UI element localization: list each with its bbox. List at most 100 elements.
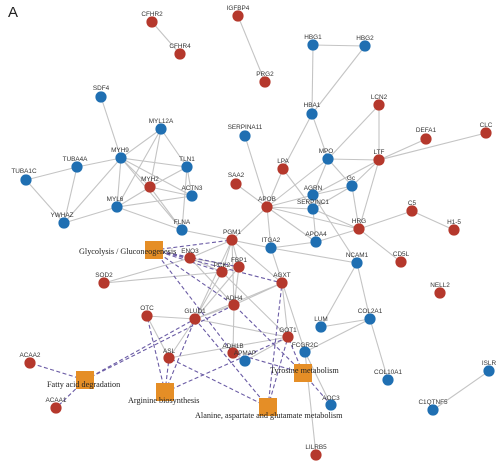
node-HBG1[interactable]: HBG1 xyxy=(304,34,322,51)
node-SERPINC1[interactable]: SERPINC1 xyxy=(297,199,329,215)
node-circle xyxy=(146,16,158,28)
node-DEFA1[interactable]: DEFA1 xyxy=(416,127,437,145)
node-FBP1[interactable]: FBP1 xyxy=(231,257,247,273)
pathway-edge-fatty-ADH4 xyxy=(84,304,235,381)
node-NCAM1[interactable]: NCAM1 xyxy=(346,252,369,269)
edge-HBG2-HBA1 xyxy=(311,45,366,115)
node-MYL12A[interactable]: MYL12A xyxy=(149,118,174,135)
node-label: FCGR2C xyxy=(292,342,319,349)
edge-C5-H1-5 xyxy=(411,210,455,231)
node-LPA[interactable]: LPA xyxy=(277,158,290,175)
node-APOB[interactable]: APOB xyxy=(258,196,276,213)
node-SOD2[interactable]: SOD2 xyxy=(95,272,113,289)
node-CLC[interactable]: CLC xyxy=(480,122,493,139)
node-MYL6[interactable]: MYL6 xyxy=(107,196,124,213)
node-PCK2[interactable]: PCK2 xyxy=(214,262,231,278)
node-CFHR2[interactable]: CFHR2 xyxy=(141,11,163,28)
node-COL2A1[interactable]: COL2A1 xyxy=(358,308,383,325)
edge-SOD2-ENO3 xyxy=(103,257,191,284)
node-ADH4[interactable]: ADH4 xyxy=(225,295,243,311)
node-H1-5[interactable]: H1-5 xyxy=(447,219,461,236)
edge-APOB-HRG xyxy=(266,206,360,230)
node-SDF4[interactable]: SDF4 xyxy=(93,85,110,103)
node-AOC3[interactable]: AOC3 xyxy=(322,395,340,411)
node-ACAA1[interactable]: ACAA1 xyxy=(46,397,67,414)
pathway-arginine[interactable]: Arginine biosynthesis xyxy=(128,383,200,405)
node-SAA2[interactable]: SAA2 xyxy=(228,172,245,190)
node-FCGR2C[interactable]: FCGR2C xyxy=(292,342,319,358)
node-TUBA1C[interactable]: TUBA1C xyxy=(11,168,37,186)
node-LILRB5[interactable]: LILRB5 xyxy=(305,444,327,461)
node-GLUD1[interactable]: GLUD1 xyxy=(184,308,206,325)
node-CD5L[interactable]: CD5L xyxy=(393,251,410,268)
node-COL10A1[interactable]: COL10A1 xyxy=(374,369,403,386)
node-APOA4[interactable]: APOA4 xyxy=(305,231,327,248)
node-LTF[interactable]: LTF xyxy=(373,149,385,166)
node-ASL[interactable]: ASL xyxy=(163,348,176,364)
node-CFHR4[interactable]: CFHR4 xyxy=(169,43,191,60)
node-circle xyxy=(310,236,322,248)
node-ADH1B[interactable]: ADH1B xyxy=(222,343,244,359)
node-ENO3[interactable]: ENO3 xyxy=(181,248,199,264)
node-HBA1[interactable]: HBA1 xyxy=(304,102,321,120)
node-circle xyxy=(98,277,110,289)
node-circle xyxy=(176,224,188,236)
node-MYH2[interactable]: MYH2 xyxy=(141,176,159,193)
node-label: GLUD1 xyxy=(184,308,206,315)
edge-MYH2-MYL6 xyxy=(116,186,151,208)
edge-HBA1-LPA xyxy=(282,113,313,170)
node-IGFBP4[interactable]: IGFBP4 xyxy=(227,5,250,22)
node-HRG[interactable]: HRG xyxy=(352,218,366,235)
node-MPO[interactable]: MPO xyxy=(319,148,334,165)
node-TUBA4A[interactable]: TUBA4A xyxy=(63,156,89,173)
node-label: AGRN xyxy=(304,185,323,192)
node-PRG2[interactable]: PRG2 xyxy=(256,71,274,88)
node-C1QTNF5[interactable]: C1QTNF5 xyxy=(418,399,448,416)
pathway-square xyxy=(156,383,174,401)
edge-NCAM1-COL2A1 xyxy=(356,262,371,320)
node-label: MPO xyxy=(319,148,334,155)
node-YWHAZ[interactable]: YWHAZ xyxy=(50,212,74,229)
node-MYH9[interactable]: MYH9 xyxy=(111,147,129,164)
node-OTC[interactable]: OTC xyxy=(140,305,154,322)
pathway-fatty[interactable]: Fatty acid degradation xyxy=(47,371,120,389)
pathway-edge-arginine-GLUD1 xyxy=(164,318,196,393)
node-PGM1[interactable]: PGM1 xyxy=(223,229,242,246)
node-label: SDF4 xyxy=(93,85,110,92)
node-APMAP[interactable]: APMAP xyxy=(234,350,256,367)
node-circle xyxy=(239,355,251,367)
pathway-glycolysis[interactable]: Glycolysis / Gluconeogenesis xyxy=(79,241,176,259)
node-label: ENO3 xyxy=(181,248,199,255)
node-LCN2[interactable]: LCN2 xyxy=(371,94,388,111)
node-Gc[interactable]: Gc xyxy=(346,175,358,192)
node-AGXT[interactable]: AGXT xyxy=(273,272,291,289)
edge-APOB-SERPINC1 xyxy=(266,206,314,210)
node-HBG2[interactable]: HBG2 xyxy=(356,35,374,52)
node-FLNA[interactable]: FLNA xyxy=(174,219,191,236)
node-label: HBA1 xyxy=(304,102,321,109)
edge-LTF-AGRN xyxy=(312,159,380,196)
pathway-tyrosine[interactable]: Tyrosine metabolism xyxy=(270,364,339,382)
node-ACAA2[interactable]: ACAA2 xyxy=(20,352,41,369)
node-AGRN[interactable]: AGRN xyxy=(304,185,323,201)
pathway-edge-alanine-GLUD1 xyxy=(194,318,269,408)
node-label: ADH4 xyxy=(225,295,242,302)
node-ITGA2[interactable]: ITGA2 xyxy=(262,237,281,254)
edge-Gc-AGRN xyxy=(312,185,353,196)
node-circle xyxy=(325,399,337,411)
node-SERPINA11[interactable]: SERPINA11 xyxy=(228,124,263,142)
pathway-edge-glycolysis-ADH4 xyxy=(153,249,235,306)
node-ISLR[interactable]: ISLR xyxy=(482,360,497,377)
node-ACTN3[interactable]: ACTN3 xyxy=(182,185,203,202)
node-circle xyxy=(351,257,363,269)
edge-YWHAZ-MYL6 xyxy=(63,206,118,224)
node-GOT1[interactable]: GOT1 xyxy=(279,327,297,343)
node-circle xyxy=(111,201,123,213)
pathway-alanine[interactable]: Alanine, aspartate and glutamate metabol… xyxy=(195,398,343,420)
edge-MPO-Gc xyxy=(327,158,353,187)
node-TLN1[interactable]: TLN1 xyxy=(179,156,195,173)
edge-LTF-Gc xyxy=(351,159,380,187)
node-LUM[interactable]: LUM xyxy=(314,316,328,333)
node-NELL2[interactable]: NELL2 xyxy=(430,282,450,299)
node-C5[interactable]: C5 xyxy=(406,200,418,217)
